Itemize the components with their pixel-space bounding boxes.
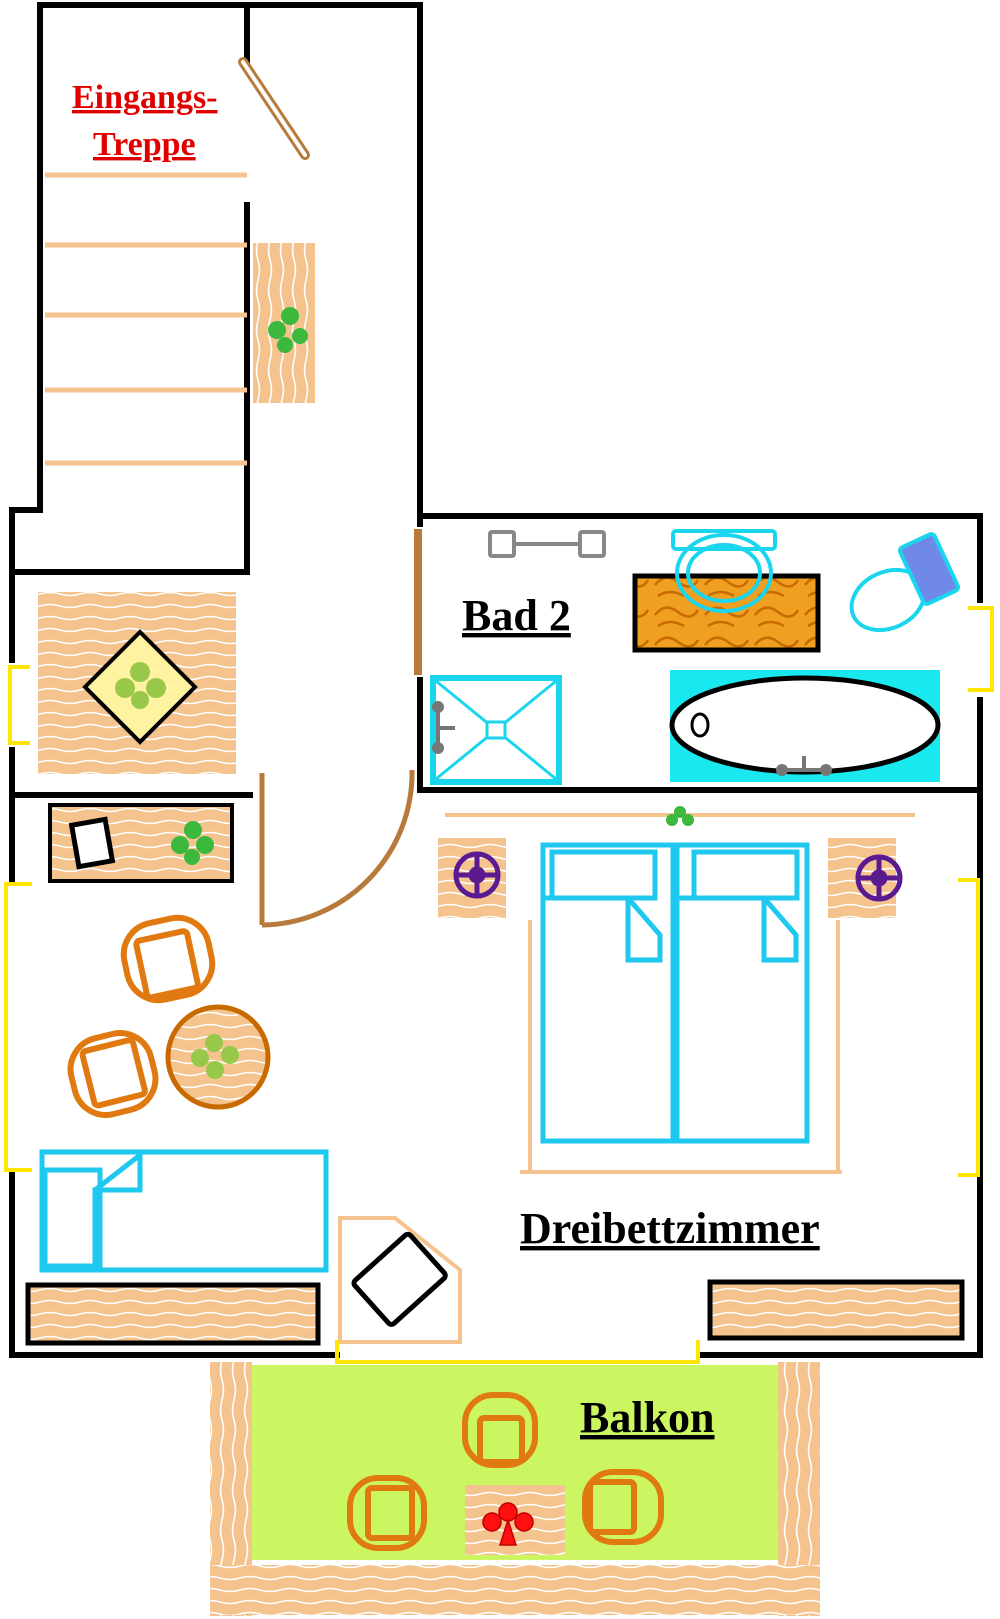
tv-icon — [68, 816, 116, 870]
bedroom-label: Dreibettzimmer — [520, 1204, 820, 1253]
chair-icon — [67, 1030, 159, 1118]
window-icon — [958, 878, 980, 1177]
side-cabinet — [253, 243, 315, 403]
entrance-label-line1: Eingangs- — [72, 79, 218, 116]
entrance-stairs — [45, 172, 247, 466]
toilet-icon — [849, 532, 961, 633]
plant-icon — [482, 1502, 534, 1546]
washbasin-icon — [671, 529, 777, 613]
bed-icon — [540, 842, 676, 1144]
round-table — [165, 1004, 271, 1110]
chair-icon — [347, 1475, 427, 1551]
bathroom: Bad 2 — [412, 527, 994, 785]
window-icon — [968, 606, 994, 692]
towel-rail-icon — [488, 530, 606, 558]
chair-icon — [462, 1392, 538, 1468]
bed-icon — [674, 842, 810, 1144]
plant-icon — [191, 1034, 239, 1079]
plant-icon — [171, 821, 214, 865]
balcony: Balkon — [210, 1362, 820, 1616]
chair-icon — [120, 914, 216, 1004]
window-icon — [8, 665, 30, 745]
entrance-label-line2: Treppe — [93, 126, 196, 163]
window-icon — [335, 1340, 700, 1364]
bathroom-label: Bad 2 — [462, 591, 571, 640]
lamp-icon — [453, 851, 501, 899]
balcony-railing-bottom — [210, 1565, 820, 1615]
table-mat — [82, 629, 198, 745]
radiator-icon — [707, 1279, 965, 1341]
vanity — [632, 573, 821, 653]
radiator-icon — [25, 1282, 321, 1346]
plant-icon — [666, 806, 694, 826]
chair-icon — [582, 1469, 664, 1545]
door-icon[interactable] — [259, 769, 415, 928]
bed-frame — [520, 920, 842, 1174]
phone-icon — [351, 1231, 448, 1327]
door-icon[interactable] — [412, 527, 424, 677]
walls — [9, 2, 983, 1358]
plant-icon — [268, 307, 308, 353]
plant-icon — [115, 662, 166, 709]
balcony-label: Balkon — [580, 1393, 715, 1442]
lamp-icon — [855, 854, 903, 902]
bed-icon — [39, 1149, 329, 1273]
window-icon — [4, 882, 32, 1172]
